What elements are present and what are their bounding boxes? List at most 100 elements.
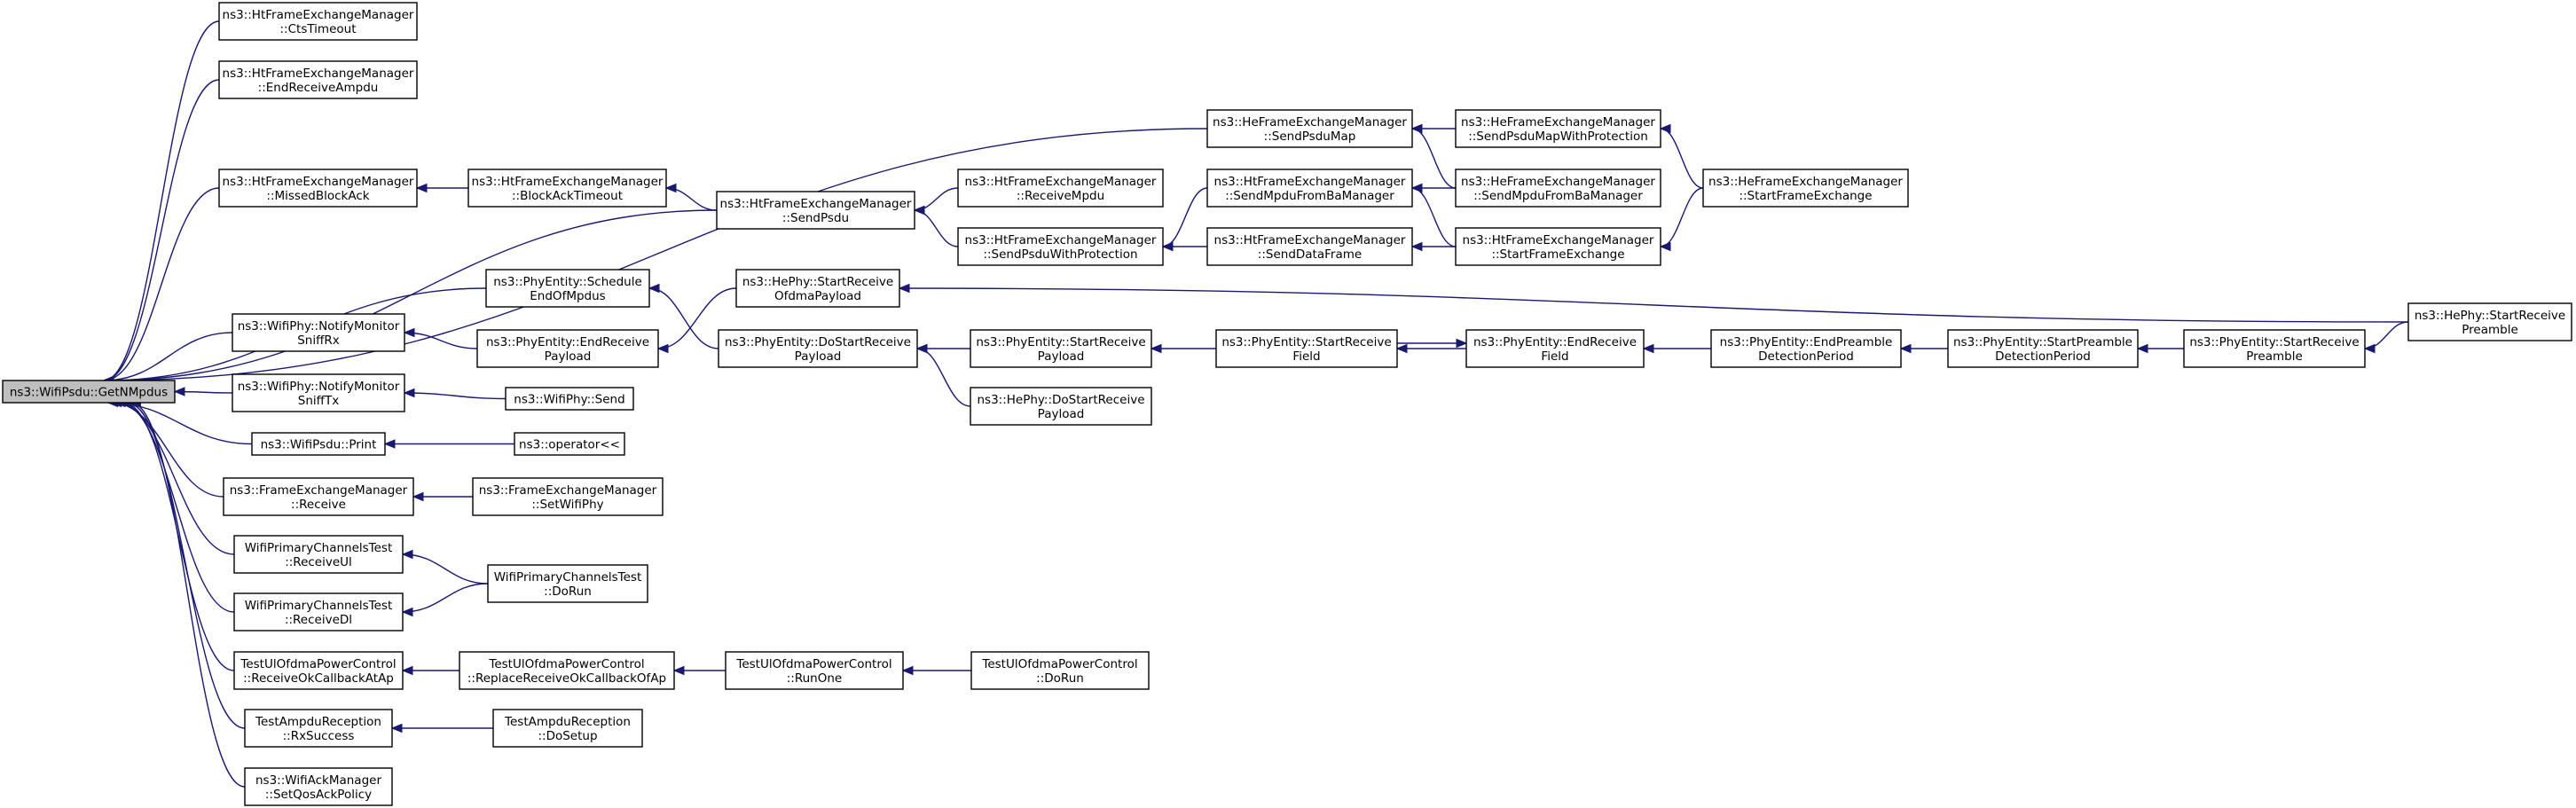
node-label-replacecb-0: TestUlOfdmaPowerControl	[488, 657, 644, 671]
node-label-cts-0: ns3::HtFrameExchangeManager	[223, 8, 414, 22]
edges-layer	[102, 20, 2409, 788]
node-recvdl[interactable]: WifiPrimaryChannelsTest::ReceiveDl	[233, 592, 404, 631]
node-label-endampdu-0: ns3::HtFrameExchangeManager	[223, 67, 414, 81]
node-replacecb[interactable]: TestUlOfdmaPowerControl::ReplaceReceiveO…	[459, 651, 675, 690]
node-box-endampdu	[218, 60, 418, 99]
node-runone[interactable]: TestUlOfdmaPowerControl::RunOne	[725, 651, 904, 690]
node-rxsuccess[interactable]: TestAmpduReception::RxSuccess	[244, 709, 393, 748]
node-physend[interactable]: ns3::WifiPhy::Send	[505, 387, 634, 411]
node-operator[interactable]: ns3::operator<<	[514, 432, 625, 456]
node-setwifiphy[interactable]: ns3::FrameExchangeManager::SetWifiPhy	[472, 477, 664, 516]
node-label-sniffrx-1: SniffRx	[297, 333, 340, 348]
node-label-replacecb-1: ::ReplaceReceiveOkCallbackOfAp	[467, 671, 666, 686]
node-hesendpsdumapprot[interactable]: ns3::HeFrameExchangeManager::SendPsduMap…	[1455, 109, 1661, 148]
arrowhead-htsenddata-to-sendpsduprot	[1161, 241, 1174, 252]
arrowhead-sniffTx-to-root	[173, 387, 185, 396]
node-box-startfield	[1215, 329, 1398, 368]
node-box-recvmpdu	[957, 169, 1164, 208]
node-htsendmpdu[interactable]: ns3::HtFrameExchangeManager::SendMpduFro…	[1206, 169, 1413, 208]
node-label-recvul-1: ::ReceiveUl	[285, 555, 352, 569]
node-startpredet[interactable]: ns3::PhyEntity::StartPreambleDetectionPe…	[1947, 329, 2139, 368]
edge-recvdl-to-root	[119, 402, 235, 613]
node-hesendpsdumap[interactable]: ns3::HeFrameExchangeManager::SendPsduMap	[1206, 109, 1413, 148]
edge-endrecvpayload-to-sniffrx	[404, 332, 478, 349]
node-label-startfield-1: Field	[1292, 349, 1320, 364]
node-label-htstartfe-1: ::StartFrameExchange	[1491, 247, 1624, 262]
node-htsenddata[interactable]: ns3::HtFrameExchangeManager::SendDataFra…	[1206, 227, 1413, 266]
node-box-recvdl	[233, 592, 404, 631]
node-print[interactable]: ns3::WifiPsdu::Print	[251, 432, 386, 456]
node-root[interactable]: ns3::WifiPsdu::GetNMpdus	[2, 380, 176, 404]
node-box-startpredet	[1947, 329, 2139, 368]
node-label-htsenddata-1: ::SendDataFrame	[1258, 247, 1362, 262]
node-label-dostartpayload-1: Payload	[795, 349, 842, 364]
node-recvokap[interactable]: TestUlOfdmaPowerControl::ReceiveOkCallba…	[233, 651, 404, 690]
node-setqos[interactable]: ns3::WifiAckManager::SetQosAckPolicy	[244, 767, 393, 806]
arrowhead-startfield-to-startpayload	[1150, 343, 1162, 354]
node-label-schedeom-0: ns3::PhyEntity::Schedule	[493, 275, 642, 289]
node-label-endfield-1: Field	[1541, 349, 1568, 364]
arrowhead-dosetup-to-rxsuccess	[390, 723, 403, 733]
node-pcdorun[interactable]: WifiPrimaryChannelsTest::DoRun	[487, 564, 648, 603]
arrowhead-batimeout-to-missedba	[415, 183, 428, 193]
node-recvmpdu[interactable]: ns3::HtFrameExchangeManager::ReceiveMpdu	[957, 169, 1164, 208]
node-label-runone-1: ::RunOne	[787, 671, 842, 686]
node-batimeout[interactable]: ns3::HtFrameExchangeManager::BlockAckTim…	[467, 169, 667, 208]
node-box-pcdorun2	[970, 651, 1150, 690]
edge-dostartpayload-to-schedeom	[648, 287, 719, 349]
node-sendpsduprot[interactable]: ns3::HtFrameExchangeManager::SendPsduWit…	[957, 227, 1164, 266]
node-label-hesendpsdumap-0: ns3::HeFrameExchangeManager	[1213, 115, 1407, 129]
edge-recvul-to-root	[114, 402, 235, 555]
arrowhead-hestartpre-to-startpre	[2363, 343, 2376, 354]
node-label-startpredet-0: ns3::PhyEntity::StartPreamble	[1953, 335, 2132, 349]
node-label-dosetup-0: TestAmpduReception	[504, 715, 631, 729]
node-label-pcdorun-0: WifiPrimaryChannelsTest	[494, 570, 642, 584]
node-label-ferecv-1: ::Receive	[291, 498, 346, 512]
arrowhead-hestartofdma-to-endrecvpayload	[656, 343, 669, 354]
node-label-endrecvpayload-1: Payload	[545, 349, 592, 364]
node-box-runone	[725, 651, 904, 690]
node-sendpsdu[interactable]: ns3::HtFrameExchangeManager::SendPsdu	[716, 191, 915, 230]
arrowhead-pcdorun-to-recvdl	[401, 607, 413, 617]
arrowhead-hedostartpayload-to-dostartpayload	[915, 343, 928, 354]
node-endpredet[interactable]: ns3::PhyEntity::EndPreambleDetectionPeri…	[1710, 329, 1902, 368]
arrowhead-htstartfe-to-htsendmpdu	[1410, 183, 1423, 193]
node-box-hedostartpayload	[970, 387, 1152, 426]
edge-hestartpre-to-hestartofdma	[899, 287, 2409, 323]
node-hesendmpdu[interactable]: ns3::HeFrameExchangeManager::SendMpduFro…	[1455, 169, 1661, 208]
node-label-operator-0: ns3::operator<<	[519, 438, 620, 452]
node-box-sendpsdu	[716, 191, 915, 230]
node-cts[interactable]: ns3::HtFrameExchangeManager::CtsTimeout	[218, 2, 418, 41]
node-box-root	[2, 380, 176, 404]
edge-pcdorun-to-recvul	[402, 553, 489, 584]
edge-sendpsduprot-to-sendpsdu	[914, 209, 959, 247]
node-endampdu[interactable]: ns3::HtFrameExchangeManager::EndReceiveA…	[218, 60, 418, 99]
node-box-hestartpre	[2407, 302, 2572, 341]
node-ferecv[interactable]: ns3::FrameExchangeManager::Receive	[223, 477, 414, 516]
node-recvul[interactable]: WifiPrimaryChannelsTest::ReceiveUl	[233, 535, 404, 574]
node-pcdorun2[interactable]: TestUlOfdmaPowerControl::DoRun	[970, 651, 1150, 690]
node-label-pcdorun2-1: ::DoRun	[1036, 671, 1084, 686]
node-dosetup[interactable]: TestAmpduReception::DoSetup	[492, 709, 643, 748]
node-missedba[interactable]: ns3::HtFrameExchangeManager::MissedBlock…	[218, 169, 418, 208]
arrowhead-htstartfe-to-htsenddata	[1410, 241, 1423, 252]
node-htstartfe[interactable]: ns3::HtFrameExchangeManager::StartFrameE…	[1455, 227, 1661, 266]
node-hestartfe[interactable]: ns3::HeFrameExchangeManager::StartFrameE…	[1702, 169, 1909, 208]
node-label-setwifiphy-1: ::SetWifiPhy	[531, 498, 603, 512]
node-label-startpre-1: Preamble	[2246, 349, 2303, 364]
node-label-recvokap-0: TestUlOfdmaPowerControl	[240, 657, 396, 671]
node-box-startpayload	[970, 329, 1152, 368]
